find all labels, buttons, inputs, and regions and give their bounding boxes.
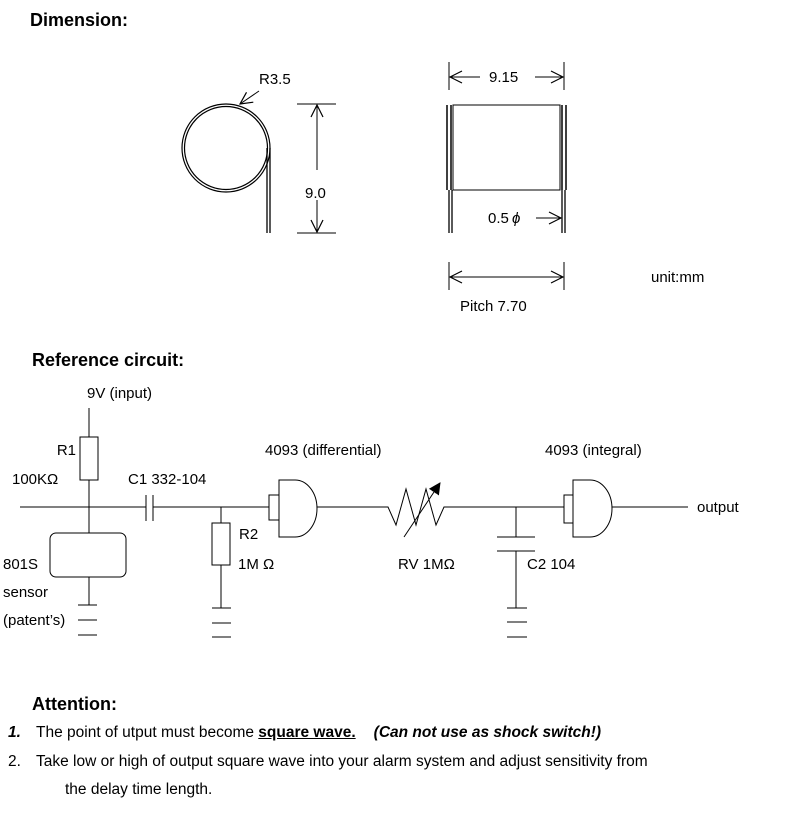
width-dimension [448, 62, 565, 90]
gate1-label: 4093 (differential) [265, 442, 381, 459]
nand-gate-4093-integral [563, 479, 613, 538]
sensor-line2: sensor [3, 584, 48, 601]
sensor-front-view [446, 104, 567, 233]
r2-name: R2 [239, 526, 258, 543]
dimension-heading: Dimension: [30, 10, 129, 30]
sensor-side-view [181, 90, 271, 233]
attention-item-1: 1. The point of utput must become square … [8, 724, 601, 742]
gate2-label: 4093 (integral) [545, 442, 642, 459]
item-emphasis: square wave. [258, 724, 356, 741]
c2-label: C2 104 [527, 556, 575, 573]
attention-item-2: 2. Take low or high of output square wave… [8, 753, 648, 771]
sensor-801s [49, 532, 127, 578]
r1-name: R1 [57, 442, 76, 459]
sensor-line3: (patent’s) [3, 612, 65, 629]
ground-icon [507, 607, 527, 638]
item-note: (Can not use as shock switch!) [373, 724, 602, 741]
height-label: 9.0 [305, 185, 326, 202]
item-text: The point of utput must become [36, 724, 259, 741]
attention-item-2-continuation: the delay time length. [65, 781, 213, 798]
pitch-dimension [448, 262, 565, 290]
c1-label: C1 332-104 [128, 471, 206, 488]
ground-icon [212, 607, 231, 638]
unit-label: unit:mm [651, 269, 704, 286]
sensor-name: 801S [3, 556, 38, 573]
radius-label: R3.5 [259, 71, 291, 88]
ground-icon [78, 604, 97, 636]
pitch-label: Pitch 7.70 [460, 298, 527, 315]
rv-label: RV 1MΩ [398, 556, 455, 573]
lead-label: 0.5 [488, 210, 509, 227]
variable-resistor-rv [378, 482, 452, 538]
resistor-r2 [211, 522, 231, 566]
item-text: Take low or high of output square wave i… [36, 753, 648, 770]
height-dimension [297, 103, 336, 234]
r2-value: 1M Ω [238, 556, 274, 573]
capacitor-c1 [145, 495, 154, 521]
r1-value: 100KΩ [12, 471, 58, 488]
circuit-heading: Reference circuit: [32, 350, 185, 370]
item-number: 2. [8, 753, 21, 770]
resistor-r1 [79, 436, 99, 481]
attention-heading: Attention: [32, 694, 117, 714]
lead-diameter-symbol: ϕ [512, 210, 520, 227]
item-number: 1. [8, 724, 21, 741]
input-label: 9V (input) [87, 385, 152, 402]
output-label: output [697, 499, 740, 516]
nand-gate-4093-differential [268, 479, 318, 538]
capacitor-c2 [497, 536, 535, 552]
width-label: 9.15 [489, 69, 518, 86]
